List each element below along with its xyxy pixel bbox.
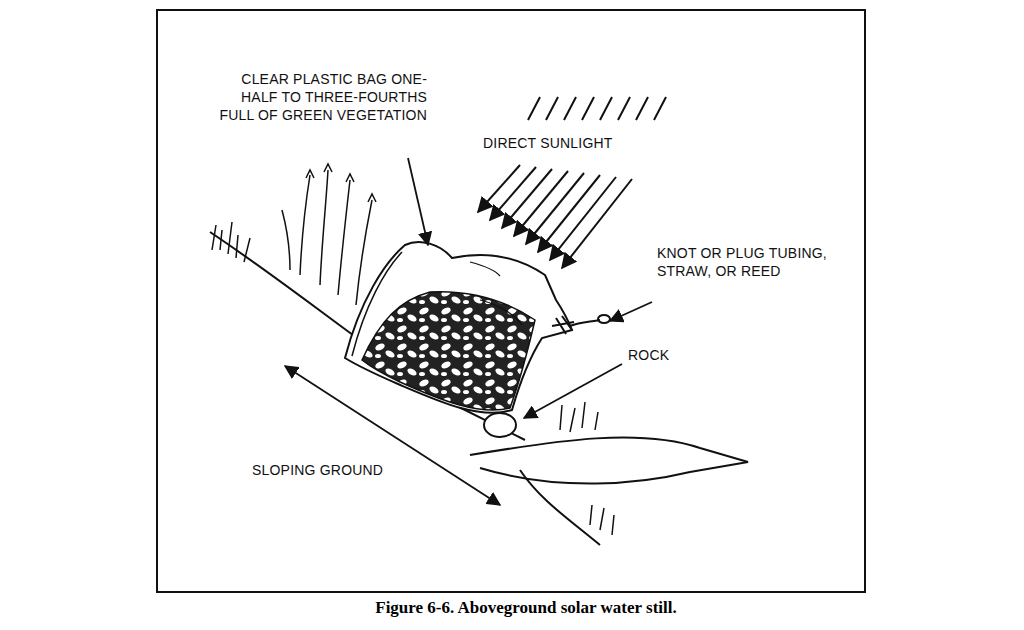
sun-rays <box>478 97 666 268</box>
rock <box>484 413 516 437</box>
grass <box>212 164 614 535</box>
frame <box>157 10 865 592</box>
bag-label: CLEAR PLASTIC BAG ONE-HALF TO THREE-FOUR… <box>205 70 427 124</box>
figure-caption: Figure 6-6. Aboveground solar water stil… <box>26 598 1024 618</box>
knot-label: KNOT OR PLUG TUBING, STRAW, OR REED <box>657 244 835 280</box>
leader-line <box>285 158 652 505</box>
slope-label: SLOPING GROUND <box>252 461 383 479</box>
knot-tube <box>552 315 610 334</box>
vegetation <box>362 292 535 410</box>
sunlight-label: DIRECT SUNLIGHT <box>483 134 613 152</box>
plastic-bag <box>345 242 572 413</box>
rock-label: ROCK <box>628 346 669 364</box>
